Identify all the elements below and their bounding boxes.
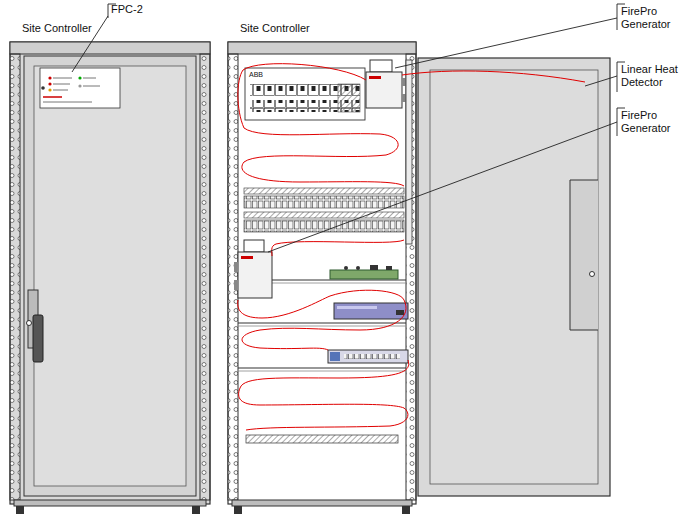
open-door [418,58,610,496]
fpc-2-panel [40,68,120,108]
firepro-generator [234,240,272,298]
callout-label: FirePro Generator [621,109,683,135]
callout-label: FirePro Generator [621,5,683,31]
callout-label: Linear Heat Detector [621,63,683,89]
callout-leaders [72,4,625,252]
left-cabinet [10,42,210,514]
brand-label: ABB [249,70,289,79]
heat-detector-cable [238,64,585,430]
right-cabinet [228,42,416,514]
cabinet-title: Site Controller [240,22,360,35]
cabinet-title: Site Controller [22,22,142,35]
callout-label: FPC-2 [111,3,171,16]
